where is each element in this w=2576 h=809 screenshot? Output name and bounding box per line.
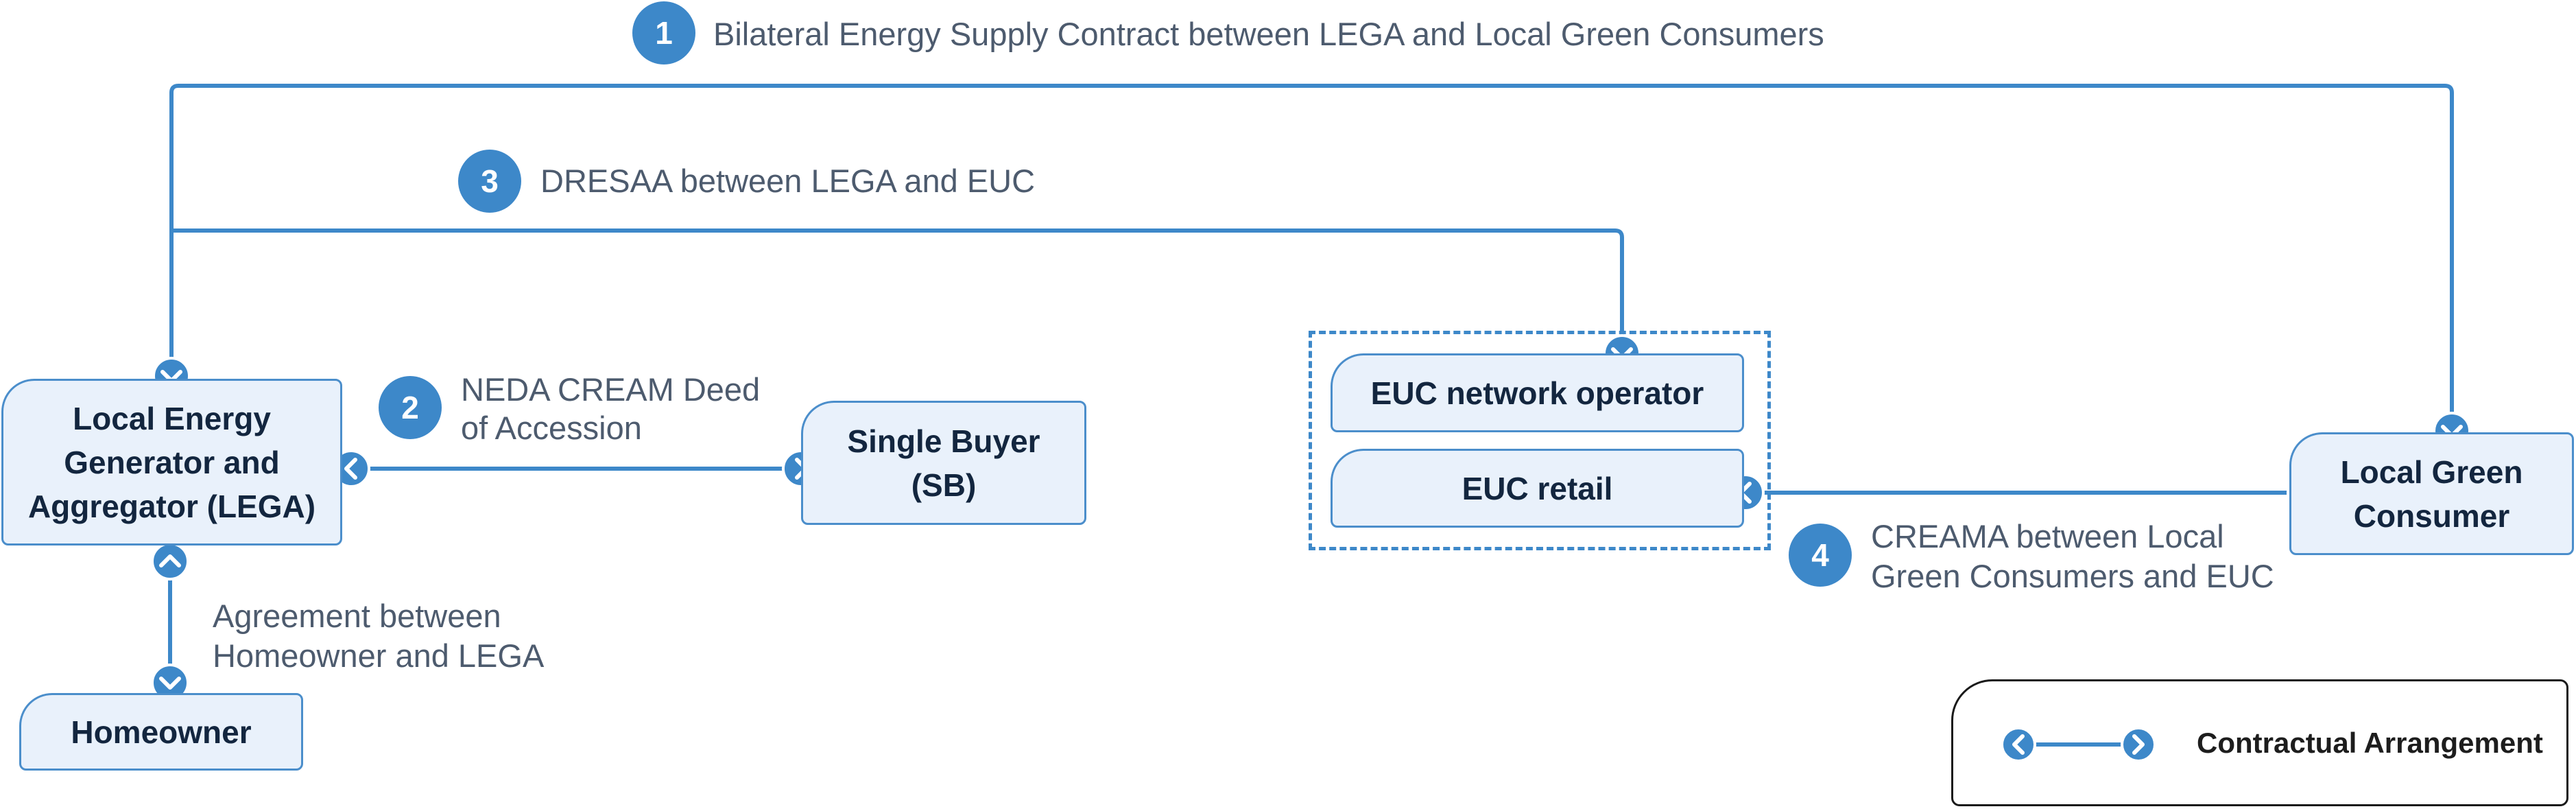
node-euc-network-label: EUC network operator bbox=[1370, 375, 1704, 411]
handle-lega-left-chevron-left-icon bbox=[332, 449, 370, 488]
contract-1-label: Bilateral Energy Supply Contract between… bbox=[713, 16, 1824, 52]
legend-line-icon bbox=[2001, 727, 2156, 762]
contract-4-number: 4 bbox=[1789, 524, 1852, 587]
contract-2-number: 2 bbox=[379, 376, 442, 439]
node-euc-retail-label: EUC retail bbox=[1462, 470, 1613, 506]
euc-group-box bbox=[1309, 331, 1771, 550]
handle-lega-bottom-chevron-up-icon bbox=[151, 542, 189, 581]
contract-2-label-line1: NEDA CREAM Deed bbox=[461, 371, 761, 408]
node-single-buyer-label: Single Buyer (SB) bbox=[847, 423, 1040, 503]
node-single-buyer: Single Buyer (SB) bbox=[801, 401, 1086, 525]
contract-4-label-line1: CREAMA between Local bbox=[1871, 518, 2224, 554]
handle-homeowner-top-chevron-down-icon bbox=[151, 664, 189, 702]
contract-4-label-line2: Green Consumers and EUC bbox=[1871, 558, 2274, 594]
contract-3-number: 3 bbox=[458, 150, 521, 213]
line-contract-3 bbox=[171, 228, 1624, 353]
line-contract-1 bbox=[169, 84, 2454, 431]
node-local-green-label: Local Green Consumer bbox=[2340, 454, 2523, 534]
node-homeowner: Homeowner bbox=[19, 693, 303, 771]
contract-1-number: 1 bbox=[632, 1, 695, 65]
node-lega-label: Local Energy Generator and Aggregator (L… bbox=[27, 400, 316, 524]
contract-2-label-line2: of Accession bbox=[461, 410, 642, 446]
node-euc-retail: EUC retail bbox=[1331, 449, 1744, 528]
homeowner-agreement-line1: Agreement between bbox=[213, 598, 501, 634]
legend: Contractual Arrangement bbox=[1951, 679, 2568, 806]
homeowner-agreement-line2: Homeowner and LEGA bbox=[213, 637, 545, 674]
legend-label: Contractual Arrangement bbox=[2197, 727, 2543, 759]
node-lega: Local Energy Generator and Aggregator (L… bbox=[1, 379, 342, 546]
node-local-green-consumer: Local Green Consumer bbox=[2289, 432, 2574, 555]
node-euc-network-operator: EUC network operator bbox=[1331, 353, 1744, 432]
contract-3-label: DRESAA between LEGA and EUC bbox=[540, 163, 1036, 199]
node-homeowner-label: Homeowner bbox=[71, 714, 252, 750]
